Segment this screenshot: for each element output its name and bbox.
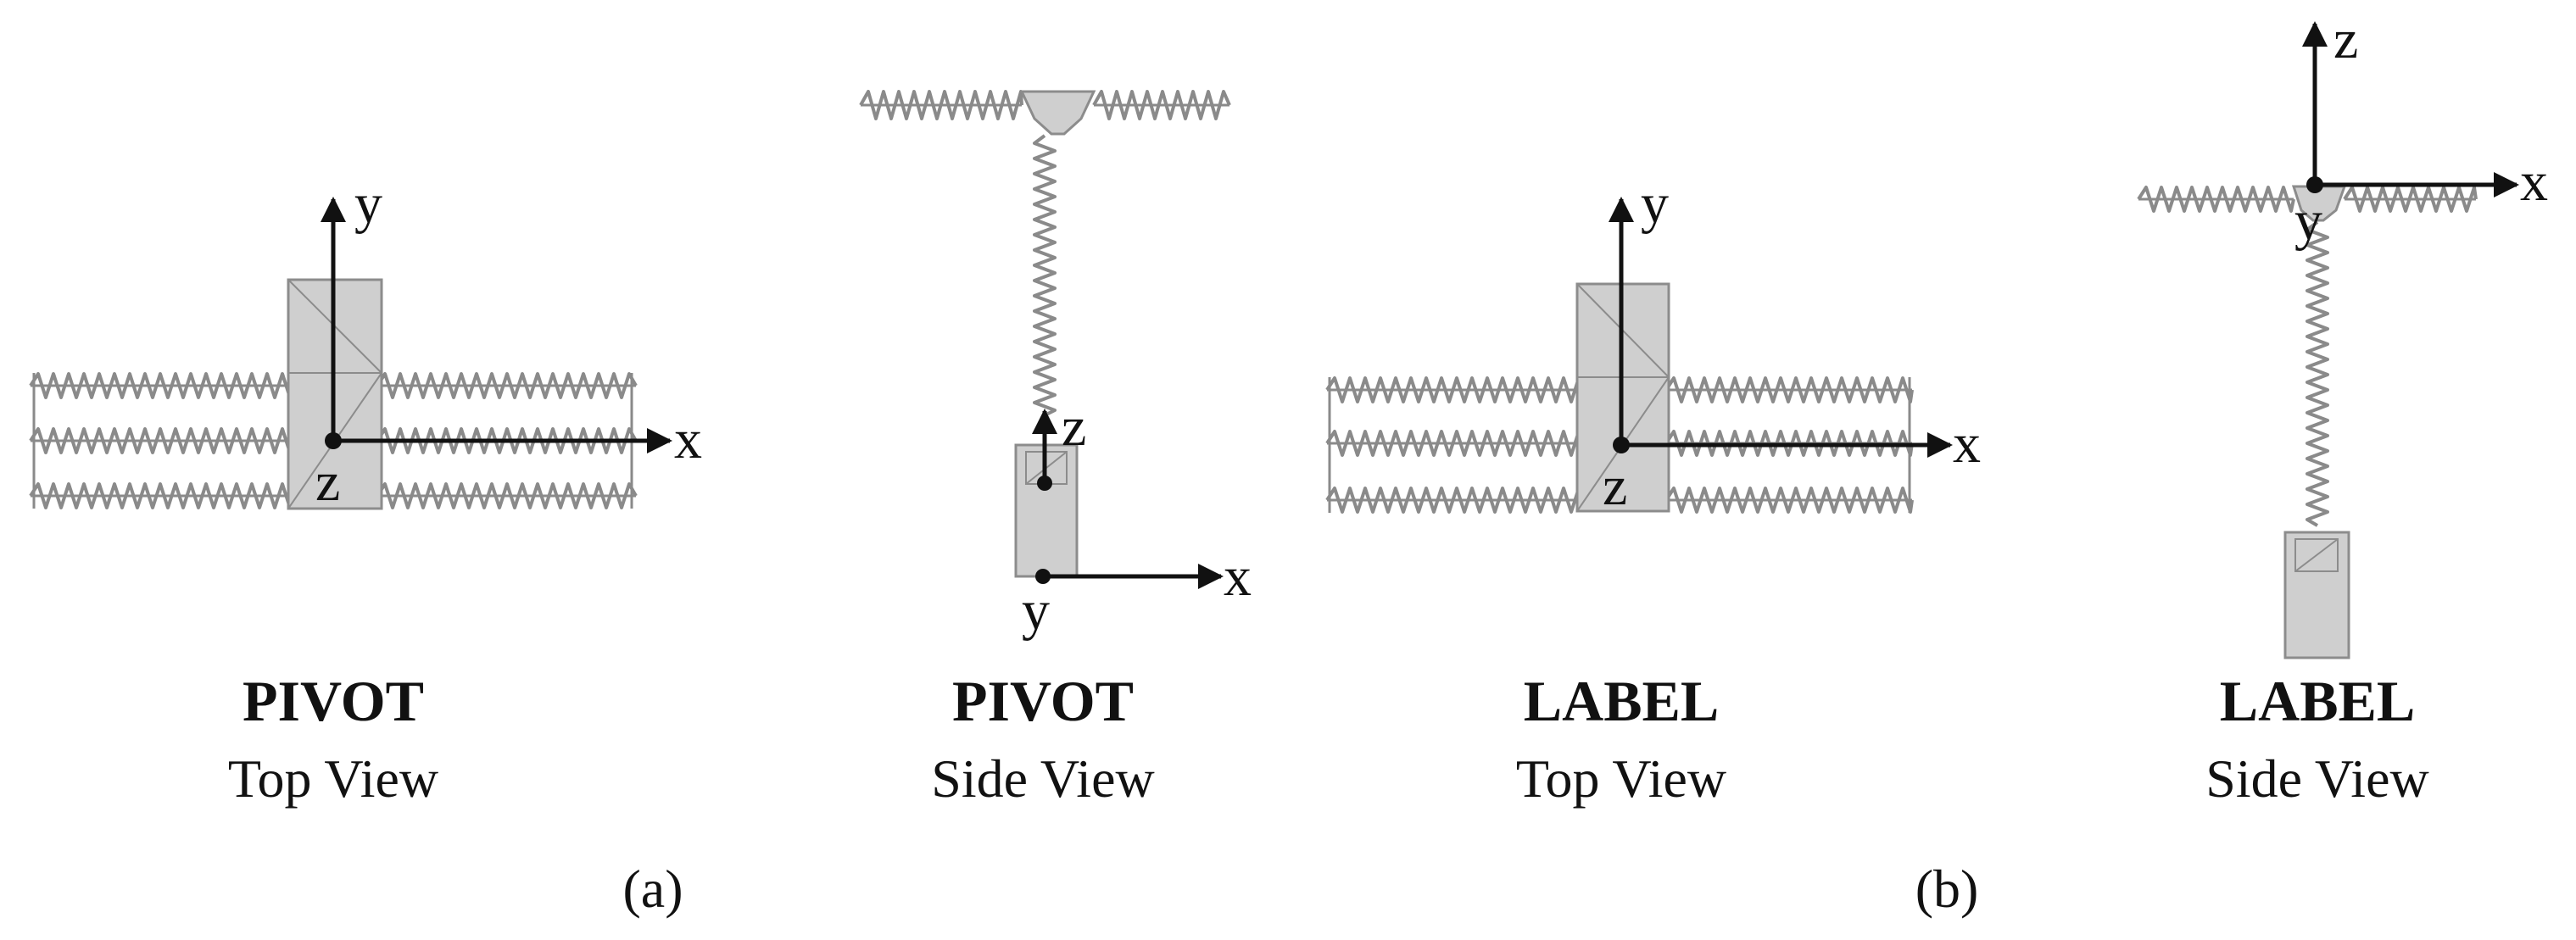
axis-label-x: x [1224, 546, 1252, 608]
spring-element [1092, 90, 1231, 120]
axis-label-y: y [1641, 173, 1669, 235]
spring-element [376, 372, 638, 399]
axis-label-z: z [1603, 455, 1627, 517]
pivot-top-view-drawing [29, 278, 638, 510]
axis-label-z: z [1062, 396, 1086, 458]
axis-label-x: x [2520, 151, 2548, 213]
axis-label-y: y [1022, 580, 1050, 642]
pivot-side-hub [1019, 90, 1096, 136]
panel-label-b: (b) [1915, 859, 1979, 919]
axis-label-z: z [2333, 8, 2358, 70]
axis-label-y: y [354, 173, 382, 235]
view-subtitle: Top View [228, 748, 438, 809]
pivot-top-axes: y x z [315, 173, 702, 513]
label-top-axes: y x z [1603, 173, 1981, 517]
axis-label-x: x [674, 409, 702, 470]
spring-element [1325, 430, 1583, 457]
label-side-base-block [2283, 531, 2350, 659]
panel-label-a: (a) [622, 859, 683, 919]
spring-element [859, 90, 1023, 120]
origin-dot [1613, 437, 1630, 453]
view-subtitle: Top View [1516, 748, 1726, 809]
origin-dot [325, 432, 342, 449]
view-subtitle: Side View [2205, 748, 2428, 809]
label-side-view-drawing [2137, 185, 2478, 659]
spring-element [1325, 376, 1583, 403]
view-title: PIVOT [952, 669, 1134, 733]
view-subtitle: Side View [931, 748, 1154, 809]
pivot-side-view-drawing [859, 90, 1231, 578]
origin-dot-2 [1035, 569, 1051, 584]
origin-dot [2306, 176, 2323, 193]
view-title: LABEL [2220, 669, 2416, 733]
spring-element [2343, 186, 2478, 213]
spring-element [376, 427, 638, 454]
spring-element [376, 482, 638, 509]
axis-label-x: x [1953, 413, 1981, 475]
label-side-axes: z x y [2294, 8, 2548, 252]
spring-element [2306, 220, 2329, 527]
view-title: LABEL [1524, 669, 1720, 733]
spring-element [1033, 134, 1057, 417]
origin-dot [1037, 476, 1052, 491]
view-title: PIVOT [243, 669, 424, 733]
axis-label-y: y [2294, 190, 2322, 252]
pivot-side-axes: z x y [1022, 396, 1252, 642]
axis-label-z: z [315, 451, 340, 513]
spring-element [1325, 487, 1583, 514]
